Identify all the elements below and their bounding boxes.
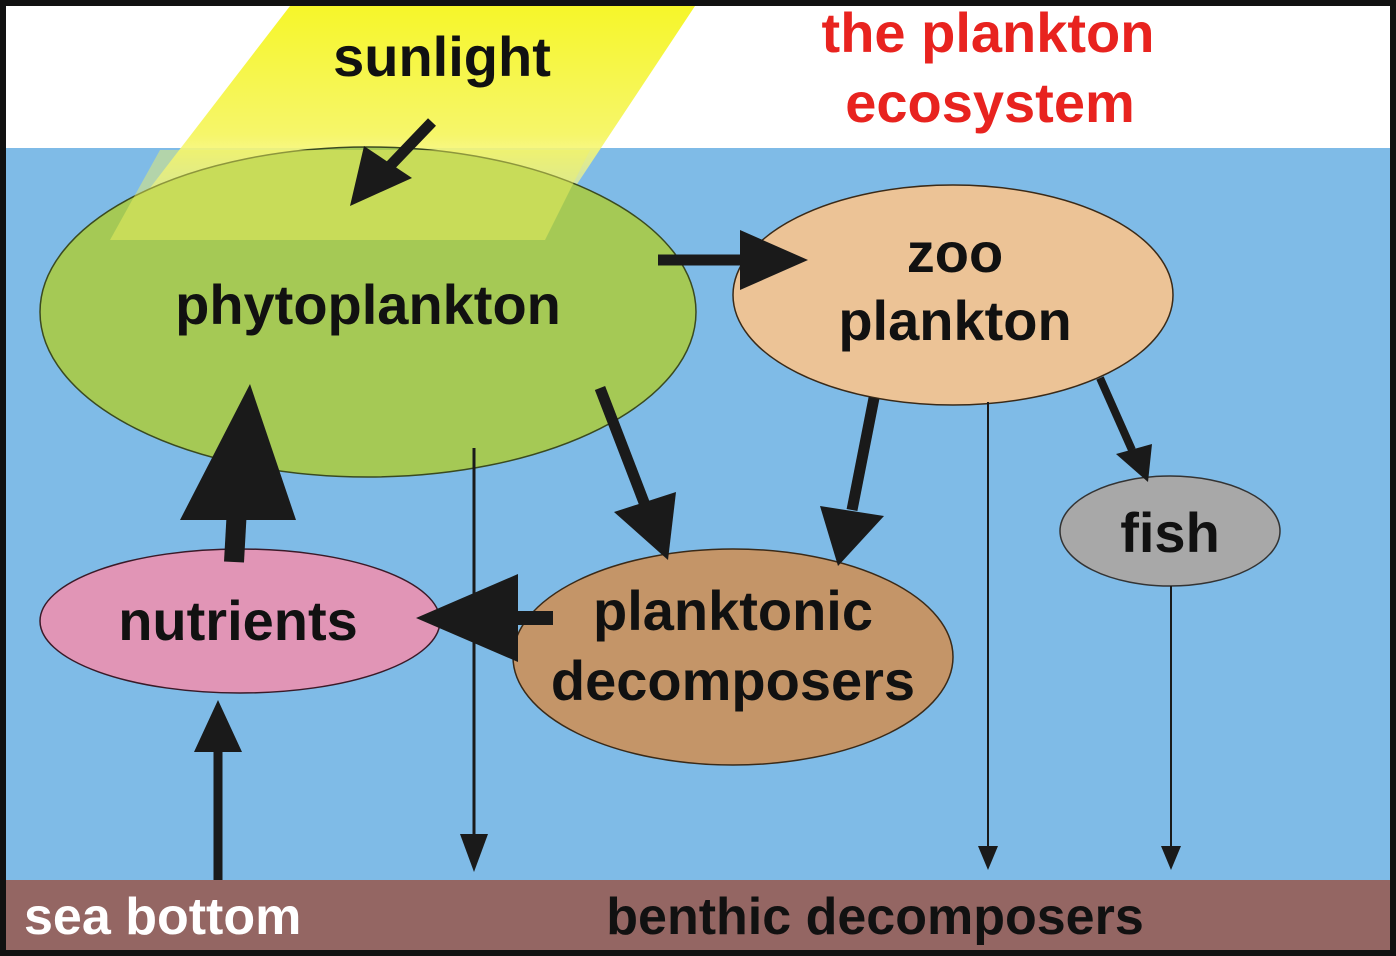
sea-bottom-label: sea bottom bbox=[24, 888, 301, 946]
arrow-phytoplankton-to-zooplankton bbox=[658, 230, 808, 290]
zooplankton-label-line1: zoo bbox=[907, 221, 1003, 284]
arrow-seabottom-to-nutrients bbox=[194, 700, 242, 880]
sunlight-label: sunlight bbox=[333, 25, 551, 88]
nutrients-label: nutrients bbox=[118, 589, 358, 652]
zooplankton-label-line2: plankton bbox=[838, 289, 1071, 352]
arrow-sunlight-to-phytoplankton bbox=[350, 118, 436, 206]
phytoplankton-label: phytoplankton bbox=[175, 273, 561, 336]
fish-label: fish bbox=[1120, 501, 1220, 564]
arrow-nutrients-to-phytoplankton bbox=[180, 384, 296, 563]
decomposers-label-line2: decomposers bbox=[551, 649, 915, 712]
arrow-phytoplankton-to-decomposers bbox=[594, 386, 676, 560]
arrow-decomposers-to-nutrients bbox=[416, 574, 553, 662]
arrow-zooplankton-sinking bbox=[978, 402, 998, 870]
arrow-fish-sinking bbox=[1161, 586, 1181, 870]
diagram-title-line1: the plankton bbox=[822, 1, 1155, 64]
arrow-zooplankton-to-decomposers bbox=[820, 396, 884, 566]
decomposers-label-line1: planktonic bbox=[593, 579, 873, 642]
arrow-zooplankton-to-fish bbox=[1096, 376, 1152, 482]
sea-bottom-strip bbox=[6, 880, 1390, 950]
diagram-title-line2: ecosystem bbox=[845, 71, 1135, 134]
arrow-phytoplankton-sinking bbox=[460, 448, 488, 872]
zooplankton-node bbox=[732, 184, 1174, 406]
sunlight-beam-overlay bbox=[110, 150, 590, 240]
benthic-decomposers-label: benthic decomposers bbox=[606, 888, 1143, 946]
phytoplankton-node bbox=[39, 146, 697, 478]
